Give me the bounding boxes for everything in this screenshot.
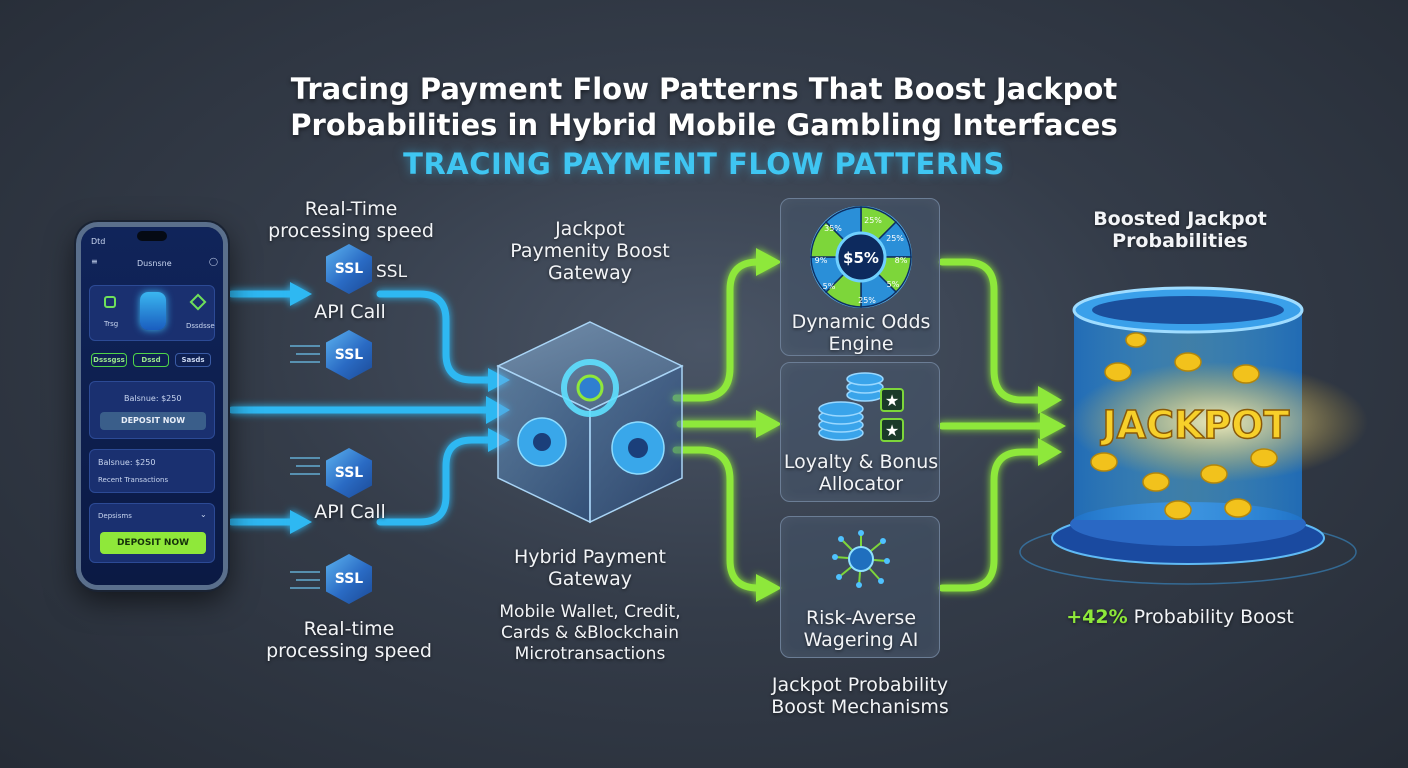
ai-chip-icon — [832, 530, 890, 588]
wallet-icon — [104, 296, 116, 308]
jackpot-title-line-2: Probabilities — [1112, 230, 1248, 252]
odds-center-value: $5% — [843, 249, 879, 267]
ssl-cube-3: SSL — [326, 448, 372, 498]
arrow-top-ssl-to-gateway — [376, 290, 496, 384]
phone-balance-card: Balsnue: $250 DEPOSIT NOW — [89, 381, 215, 439]
subtitle: TRACING PAYMENT FLOW PATTERNS — [403, 147, 1005, 181]
phone-balance-1: Balsnue: $250 — [124, 394, 182, 403]
odds-label-line-2: Engine — [828, 333, 894, 355]
phone-jackpot-card: Trsg Dssdsse — [89, 285, 215, 341]
arrow-gateway-to-risk — [672, 446, 766, 592]
gateway-bottom-line-2: Gateway — [548, 568, 632, 590]
jackpot-word: JACKPOT — [1100, 403, 1290, 447]
arrow-risk-to-jackpot — [938, 448, 1044, 592]
arrow-gateway-to-odds — [672, 258, 766, 402]
icon-left-label: Trsg — [104, 320, 119, 328]
title-line-1: Tracing Payment Flow Patterns That Boost… — [290, 72, 1118, 106]
phone-header: Dusnsne — [137, 259, 172, 268]
phone-tab-3[interactable]: Sasds — [175, 353, 211, 367]
top-speed-label-line-1: Real-Time — [304, 198, 398, 220]
mini-jackpot-icon — [140, 292, 166, 330]
odds-seg-3: 8% — [895, 256, 908, 265]
diamond-icon — [189, 293, 207, 311]
odds-seg-8: 35% — [824, 224, 842, 233]
ssl-cube-2: SSL — [326, 330, 372, 380]
risk-averse-ai-box: Risk-Averse Wagering AI — [780, 516, 940, 658]
mechanisms-caption: Jackpot Probability Boost Mechanisms — [740, 674, 980, 718]
icon-right-label: Dssdsse — [186, 322, 215, 330]
coin-stack-icon: ★ ★ — [818, 372, 904, 442]
odds-engine-label: Dynamic Odds Engine — [781, 311, 941, 355]
mobile-phone: Dtd Dusnsne ≡ ◯ Trsg Dssdsse Dsssgss Dss… — [76, 222, 228, 590]
top-speed-label-line-2: processing speed — [268, 220, 434, 242]
boost-value: +42% — [1066, 606, 1128, 628]
gateway-top-line-1: Jackpot — [555, 218, 625, 240]
phone-tab-1[interactable]: Dsssgss — [91, 353, 127, 367]
star-badge-icon — [880, 388, 904, 412]
risk-ai-label: Risk-Averse Wagering AI — [781, 607, 941, 651]
jackpot-cylinder: JACKPOT — [1019, 286, 1368, 585]
gateway-bottom-label: Hybrid Payment Gateway — [480, 546, 700, 590]
gateway-description: Mobile Wallet, Credit, Cards & &Blockcha… — [480, 602, 700, 665]
gateway-top-line-2: Paymenity Boost — [510, 240, 670, 262]
gateway-desc-line-3: Microtransactions — [514, 644, 666, 664]
gateway-top-label: Jackpot Paymenity Boost Gateway — [480, 218, 700, 284]
phone-screen: Dtd Dusnsne ≡ ◯ Trsg Dssdsse Dsssgss Dss… — [81, 227, 223, 585]
ssl-side-label: SSL — [376, 262, 408, 282]
jackpot-title-line-1: Boosted Jackpot — [1093, 208, 1267, 230]
gateway-top-line-3: Gateway — [548, 262, 632, 284]
jackpot-title: Boosted Jackpot Probabilities — [1060, 208, 1300, 252]
phone-recent-transactions[interactable]: Recent Transactions — [98, 476, 169, 484]
loyalty-label-line-1: Loyalty & Bonus — [783, 451, 939, 473]
api-call-label-1: API Call — [314, 301, 386, 323]
phone-tab-2[interactable]: Dssd — [133, 353, 169, 367]
phone-transactions-card: Balsnue: $250 Recent Transactions — [89, 449, 215, 493]
api-call-label-2: API Call — [314, 501, 386, 523]
settings-icon[interactable]: ◯ — [209, 257, 218, 266]
bottom-speed-label-line-2: processing speed — [266, 640, 432, 662]
loyalty-label-line-2: Allocator — [818, 473, 904, 495]
risk-label-line-1: Risk-Averse — [805, 607, 917, 629]
gateway-desc-line-2: Cards & &Blockchain — [501, 623, 679, 643]
chevron-down-icon[interactable]: ⌄ — [200, 510, 207, 519]
top-speed-label: Real-Time processing speed — [266, 198, 436, 242]
deposit-now-button-2[interactable]: DEPOSIT NOW — [100, 532, 206, 554]
odds-wheel-icon: 25% 25% 8% 5% 25% 5% 9% 35% $5% — [810, 206, 912, 308]
boost-text: Probability Boost — [1127, 606, 1294, 628]
odds-seg-2: 25% — [886, 234, 904, 243]
odds-label-line-1: Dynamic Odds — [791, 311, 931, 333]
phone-balance-2: Balsnue: $250 — [98, 458, 156, 467]
bottom-speed-label: Real-time processing speed — [264, 618, 434, 662]
phone-deposit-card: Depsisms ⌄ DEPOSIT NOW — [89, 503, 215, 563]
loyalty-bonus-box: ★ ★ Loyalty & Bonus Allocator — [780, 362, 940, 502]
dynamic-odds-engine-box: 25% 25% 8% 5% 25% 5% 9% 35% $5% Dynamic … — [780, 198, 940, 356]
gateway-desc-line-1: Mobile Wallet, Credit, — [499, 602, 681, 622]
probability-boost-label: +42% Probability Boost — [1060, 606, 1300, 628]
star-badge-icon — [880, 418, 904, 442]
odds-seg-5: 25% — [858, 296, 876, 305]
odds-seg-7: 9% — [815, 256, 828, 265]
gateway-bottom-line-1: Hybrid Payment — [514, 546, 666, 568]
risk-label-line-2: Wagering AI — [803, 629, 919, 651]
arrow-odds-to-jackpot — [938, 258, 1044, 404]
phone-carrier: Dtd — [91, 237, 106, 246]
odds-seg-4: 5% — [887, 280, 900, 289]
menu-icon[interactable]: ≡ — [91, 257, 98, 266]
odds-seg-6: 5% — [823, 282, 836, 291]
svg-text:★: ★ — [885, 393, 899, 410]
phone-deposit-dropdown[interactable]: Depsisms — [98, 512, 132, 520]
gold-coin-icon — [1090, 332, 1278, 520]
title-line-2: Probabilities in Hybrid Mobile Gambling … — [290, 108, 1118, 142]
deposit-now-button-1[interactable]: DEPOSIT NOW — [100, 412, 206, 430]
svg-text:★: ★ — [885, 423, 899, 440]
phone-notch — [137, 231, 167, 241]
arrow-bottom-ssl-to-gateway — [376, 436, 496, 526]
mechanisms-caption-line-2: Boost Mechanisms — [771, 696, 949, 718]
mechanisms-caption-line-1: Jackpot Probability — [771, 674, 949, 696]
loyalty-label: Loyalty & Bonus Allocator — [781, 451, 941, 495]
odds-seg-1: 25% — [864, 216, 882, 225]
bottom-speed-label-line-1: Real-time — [303, 618, 395, 640]
gateway-cube — [496, 321, 684, 524]
